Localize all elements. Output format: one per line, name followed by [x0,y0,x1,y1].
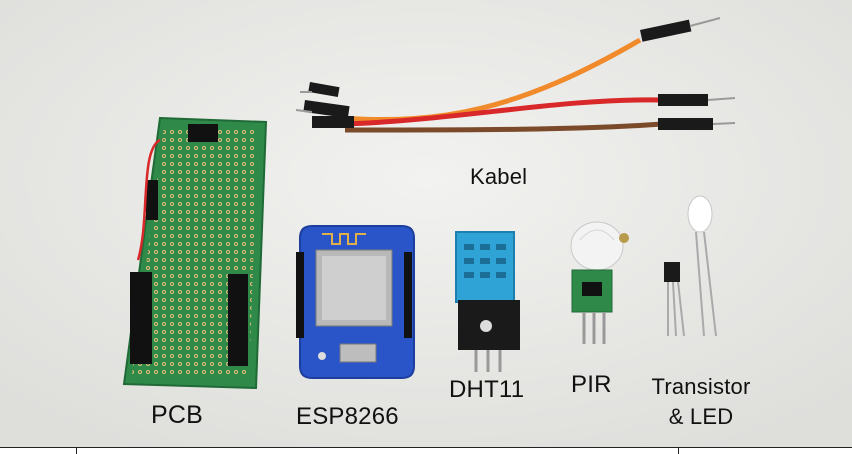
label-esp8266: ESP8266 [296,403,399,430]
jumper-wires [295,17,736,133]
label-cable: Kabel [470,164,528,189]
label-dht11: DHT11 [449,376,525,403]
transistor-and-led [664,195,717,337]
dht11-sensor [455,231,520,372]
table-divider [678,448,679,454]
label-led: & LED [668,404,734,429]
pir-sensor [570,221,629,344]
label-pcb: PCB [151,401,204,429]
table-divider [76,448,77,454]
pcb-board [122,116,268,390]
label-transistor: Transistor [651,374,751,399]
esp8266-board [296,225,415,379]
label-transistor-led: Transistor & LED [636,372,766,432]
table-border-strip [0,447,852,454]
label-pir: PIR [571,371,612,398]
